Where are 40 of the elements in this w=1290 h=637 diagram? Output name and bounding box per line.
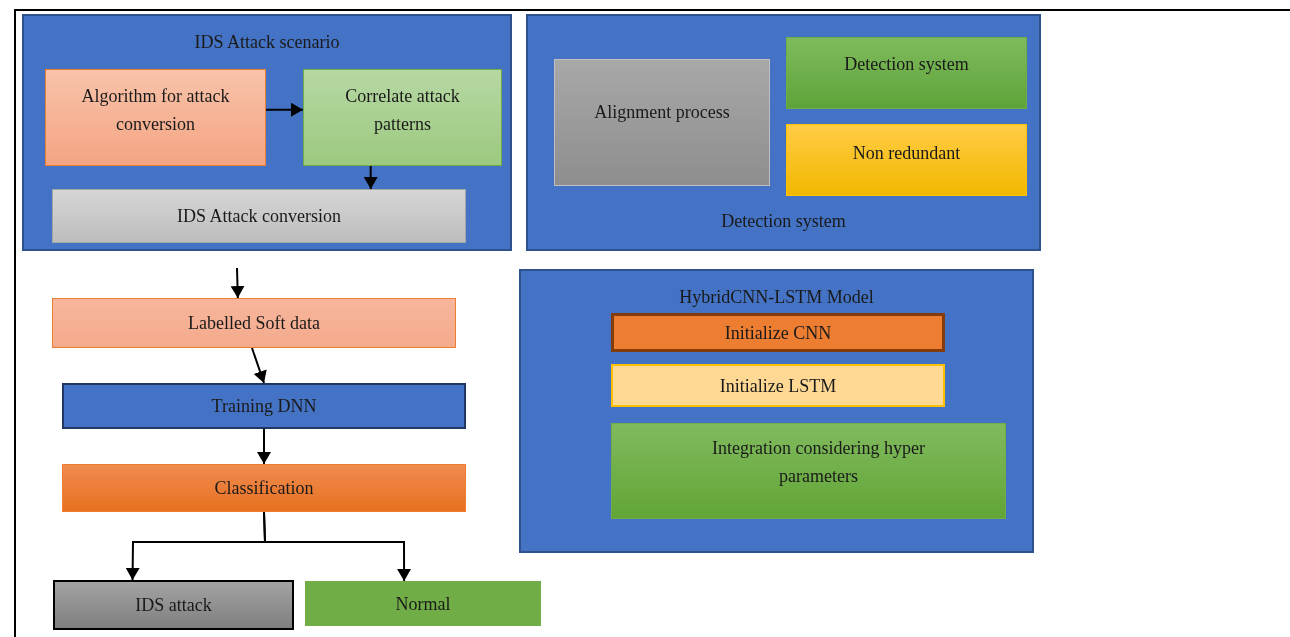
- panel-heading: IDS Attack scenario: [193, 31, 341, 54]
- box-label: Integration considering hyper parameters: [711, 437, 926, 488]
- arrow: [230, 267, 245, 299]
- group-panel: [526, 14, 1041, 251]
- box-label: Training DNN: [211, 395, 317, 418]
- process-box: [611, 313, 945, 352]
- process-box: [53, 580, 294, 630]
- process-box: [62, 383, 466, 429]
- process-box: [303, 69, 502, 166]
- panel-heading: Detection system: [720, 210, 847, 233]
- arrow: [263, 511, 412, 582]
- arrow: [363, 165, 378, 190]
- process-box: [611, 423, 1006, 519]
- process-box: [786, 124, 1027, 196]
- process-box: [52, 298, 456, 348]
- group-panel: [519, 269, 1034, 553]
- box-label: Alignment process: [594, 101, 730, 124]
- box-label: Labelled Soft data: [188, 312, 320, 335]
- process-box: [554, 59, 770, 186]
- process-box: [786, 37, 1027, 109]
- process-box: [62, 464, 466, 512]
- box-label: Initialize LSTM: [719, 374, 837, 398]
- process-box: [52, 189, 466, 243]
- box-label: Normal: [395, 592, 451, 616]
- box-label: Classification: [214, 477, 314, 500]
- process-box: [305, 581, 541, 626]
- box-label: Algorithm for attack conversion: [80, 85, 231, 136]
- process-box: [45, 69, 266, 166]
- group-panel: [22, 14, 512, 251]
- arrow: [257, 428, 271, 465]
- box-label: IDS Attack conversion: [177, 205, 341, 228]
- box-label: Non redundant: [852, 142, 961, 165]
- box-label: Initialize CNN: [724, 321, 832, 345]
- box-label: Detection system: [844, 53, 969, 76]
- box-label: IDS attack: [135, 594, 212, 617]
- panel-heading: HybridCNN-LSTM Model: [678, 286, 875, 309]
- arrow: [251, 347, 267, 384]
- process-box: [611, 364, 945, 407]
- arrow: [265, 102, 304, 117]
- box-label: Correlate attack patterns: [344, 85, 461, 136]
